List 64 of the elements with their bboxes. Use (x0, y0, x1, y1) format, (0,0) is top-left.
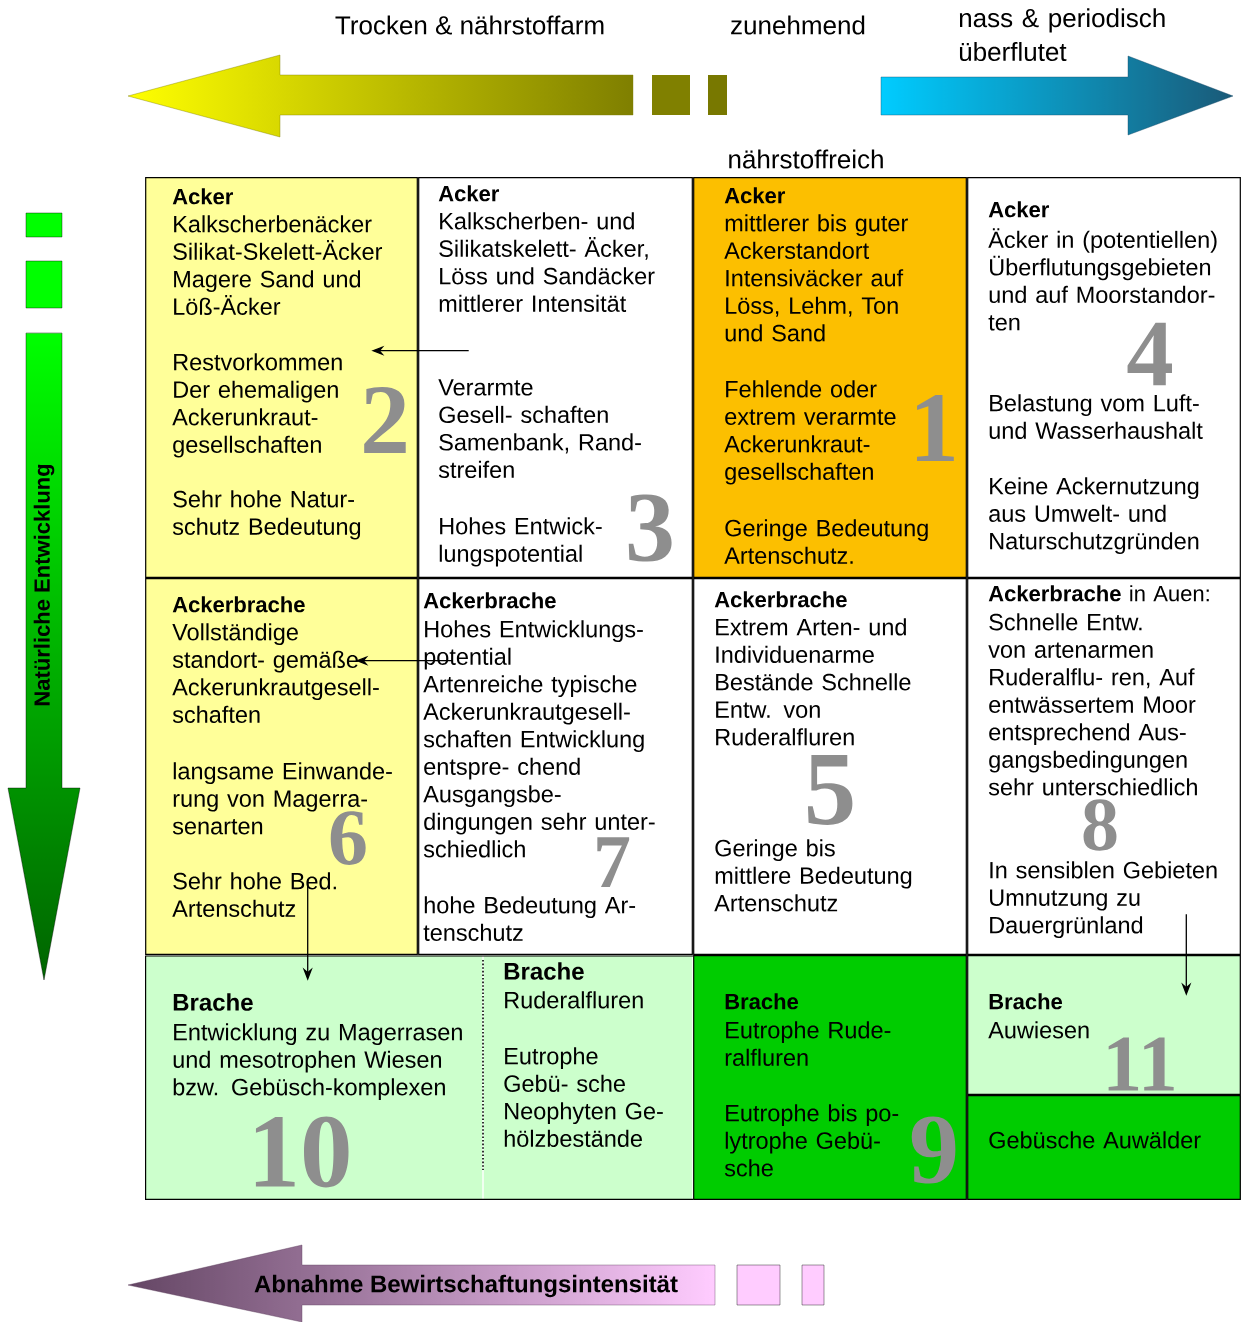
cell-text: Extrem Arten- und Individuenarme Bestände Schnelle Entw. von Ruderalfluren (716, 618, 911, 746)
cell-heading: Ackerbrache (172, 596, 305, 613)
cell-text: Fehlende oder extrem verarmte Ackerunkraut- gesellschaften (724, 380, 896, 485)
cell-text: In sensiblen Gebieten Umnutzung zu Dauergrünland (990, 861, 1217, 939)
big-number: 9 (911, 1116, 956, 1184)
table-cell (145, 578, 418, 955)
cell-text: Eutrophe bis po- lytrophe Gebü- sche (724, 1104, 899, 1177)
cell-text: Eutrophe Rude- ralfluren (725, 1021, 891, 1066)
cell-heading: Brache (504, 962, 584, 980)
axis-label: nährstoffreich (729, 149, 883, 169)
cell-text: Hohes Entwick- lungspotential (439, 517, 602, 567)
table-cell (145, 955, 483, 1200)
cell-text: Gebüsche Auwälder (989, 1131, 1201, 1149)
cell-text: Auwiesen (988, 1021, 1089, 1039)
table-cell (418, 578, 693, 955)
cell-text: Restvorkommen Der ehemaligen Ackerunkraut- gesellschaften (172, 353, 342, 458)
cell-text: Keine Ackernutzung aus Umwelt- und Naturschutzgründen (989, 477, 1199, 555)
big-number: 10 (255, 1116, 349, 1188)
cell-text: Ruderalfluren (505, 991, 643, 1009)
table-cell (145, 177, 418, 578)
axis-label: zunehmend (731, 15, 865, 35)
cell-heading: Acker (172, 188, 233, 205)
cell-text: Kalkscherben- und Silikatskelett- Äcker, Löss und Sandäcker mittlerer Intensität (439, 212, 655, 312)
cell-text: Vollständige standort- gemäße Ackerunkrautgesell- schaften (172, 623, 379, 723)
cell-heading: Ackerbrache in Auen: (988, 585, 1209, 602)
cell-heading: Brache (989, 993, 1063, 1010)
cell-text: Geringe bis mittlere Bedeutung Artenschutz (714, 839, 912, 912)
table-cell (967, 955, 1241, 1095)
big-number: 1 (917, 395, 954, 461)
cell-text: Schnelle Entw. von artenarmen Ruderalflu- ren, Auf entwässertem Moor entsprechend Aus- gangsbedingungen sehr unterschiedlich (988, 613, 1197, 796)
table-cell (483, 955, 693, 1200)
cell-text: hohe Bedeutung Ar- tenschutz (423, 896, 636, 941)
axis-label: Trocken & nährstoffarm (335, 15, 604, 35)
cell-heading: Brache (725, 993, 799, 1010)
table-cell (967, 1095, 1241, 1200)
cell-text: Geringe Bedeutung Artenschutz. (724, 519, 928, 564)
cell-heading: Ackerbrache (714, 591, 847, 608)
big-number: 3 (628, 494, 672, 562)
cell-heading: Ackerbrache (423, 592, 556, 609)
table-cell (693, 177, 967, 578)
arrow-label: Abnahme Bewirtschaftungsintensität (254, 1274, 678, 1298)
table-cell (967, 177, 1241, 578)
cell-heading: Acker (438, 185, 499, 202)
cell-heading: Acker (988, 201, 1049, 218)
table-cell (693, 578, 967, 955)
big-number: 2 (364, 386, 406, 454)
cell-text: Belastung vom Luft- und Wasserhaushalt (989, 394, 1203, 439)
table-cell (418, 177, 693, 578)
table-cell (693, 955, 967, 1200)
table-cell (967, 578, 1241, 955)
big-number: 5 (807, 755, 853, 825)
cell-text: Eutrophe Gebü- sche Neophyten Ge- hölzbestände (504, 1047, 663, 1147)
big-number: 11 (1108, 1037, 1174, 1091)
cell-text: Verarmte Gesell- schaften Samenbank, Rand- streifen (438, 379, 641, 479)
cell-text: Sehr hohe Bed. Artenschutz (172, 872, 336, 917)
cell-text: Entwicklung zu Magerrasen und mesotrophen Wiesen bzw. Gebüsch-komplexen (173, 1023, 462, 1101)
axis-label: Natürliche Entwicklung (33, 464, 55, 706)
cell-text: Sehr hohe Natur- schutz Bedeutung (172, 490, 361, 540)
cell-heading: Brache (173, 993, 253, 1011)
cell-heading: Acker (724, 187, 785, 204)
axis-label: nass & periodisch überflutet (959, 8, 1165, 62)
big-number: 8 (1083, 799, 1117, 851)
cell-text: mittlerer bis guter Ackerstandort Intensiväcker auf Löss, Lehm, Ton und Sand (724, 214, 908, 342)
cell-text: Kalkscherbenäcker Silikat-Skelett-Äcker Magere Sand und Löß-Äcker (173, 215, 383, 315)
